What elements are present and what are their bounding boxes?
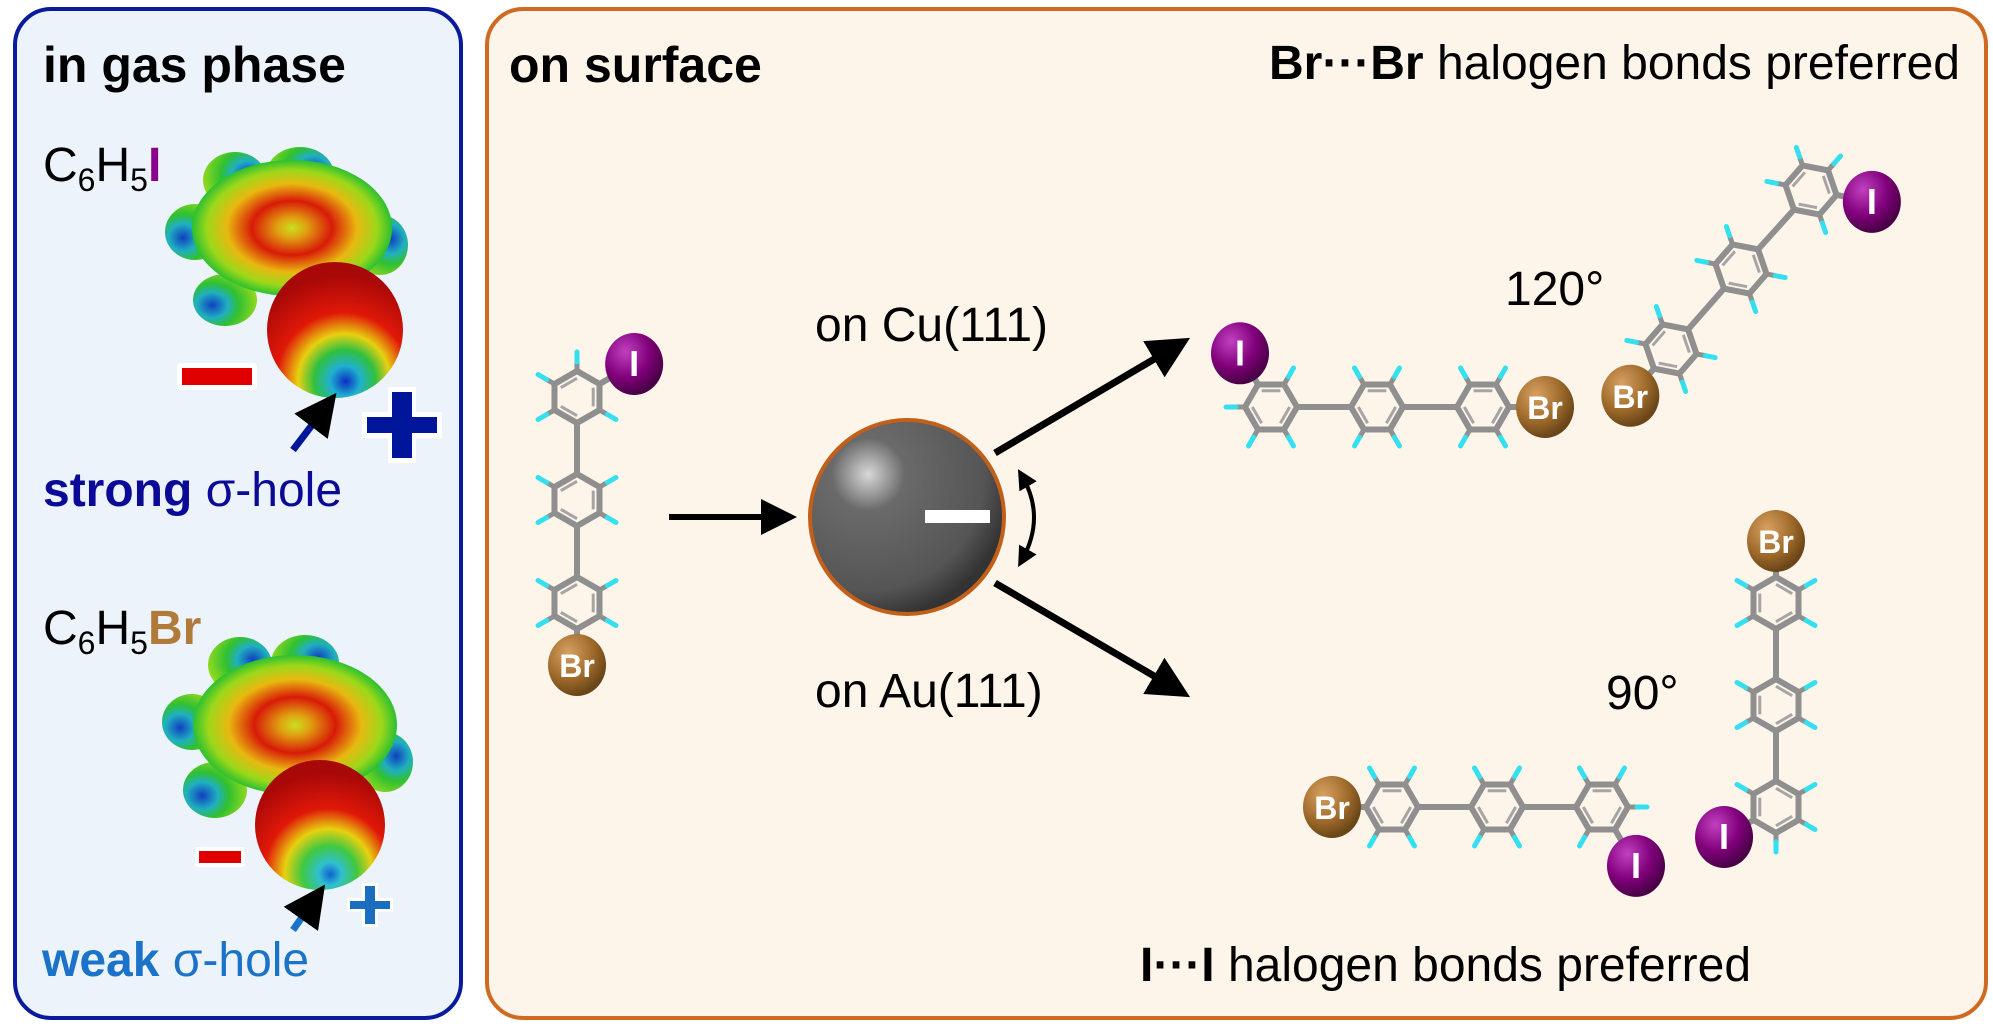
- phenyl-ring: [1363, 765, 1421, 849]
- bromine-atom: Br: [548, 634, 606, 696]
- i-i-rest: halogen bonds preferred: [1214, 939, 1752, 992]
- phenyl-ring: [535, 471, 619, 529]
- precursor-molecule: I Br: [535, 333, 664, 696]
- bromine-atom: Br: [1601, 364, 1660, 427]
- iodine-label: I: [1719, 816, 1729, 857]
- phenyl-ring: [1468, 765, 1526, 849]
- br-br-bond-label: Br···Br halogen bonds preferred: [1269, 40, 1960, 88]
- weak-word: weak: [42, 934, 160, 987]
- formula-halogen: I: [147, 139, 162, 192]
- phenyl-ring: [1573, 765, 1650, 849]
- sigma-hole-text: σ-hole: [159, 934, 310, 987]
- bromine-label: Br: [559, 648, 595, 684]
- br-br-rest: halogen bonds preferred: [1423, 37, 1960, 90]
- bromine-atom: Br: [1516, 376, 1574, 438]
- phenyl-ring: [1223, 365, 1300, 449]
- iodine-label: I: [1631, 845, 1641, 886]
- formula-iodobenzene: C6H5I: [43, 139, 162, 198]
- esp-surface-bromobenzene: [162, 635, 413, 890]
- formula-h-sub: 5: [130, 625, 148, 661]
- formula-halogen: Br: [147, 602, 202, 655]
- gas-phase-title: in gas phase: [43, 37, 346, 93]
- bromine-label: Br: [1314, 790, 1350, 826]
- bromine-atom: Br: [1303, 776, 1361, 838]
- iodine-label: I: [1867, 181, 1877, 222]
- iodine-label: I: [1235, 332, 1245, 373]
- surface-title: on surface: [509, 37, 762, 93]
- iodine-atom: I: [1607, 834, 1665, 897]
- phenyl-ring: [535, 349, 619, 426]
- au-molecule-vertical: I Br: [1695, 510, 1818, 868]
- minus-sign-strong: [177, 363, 257, 390]
- esp-surface-iodobenzene: [165, 147, 408, 398]
- iodine-label: I: [629, 343, 639, 384]
- metal-surface-sphere: [808, 418, 1006, 616]
- sigma-hole-text: σ-hole: [192, 464, 343, 517]
- i-i-bold: I···I: [1140, 939, 1215, 992]
- cu-label: on Cu(111): [815, 299, 1049, 352]
- formula-h-sub: 5: [130, 162, 148, 198]
- phenyl-ring: [1734, 574, 1818, 632]
- formula-bromobenzene: C6H5Br: [43, 602, 202, 661]
- au-molecule-horizontal: BrI: [1303, 765, 1665, 897]
- iodine-atom: I: [1211, 322, 1269, 385]
- switch-double-arrow: [1017, 469, 1037, 567]
- formula-c: C: [43, 139, 78, 192]
- i-i-bond-label: I···I halogen bonds preferred: [1140, 942, 1751, 990]
- formula-h: H: [95, 139, 131, 192]
- weak-sigma-hole-label: weak σ-hole: [42, 937, 309, 985]
- au-label: on Au(111): [815, 665, 1043, 718]
- sigma-hole-arrow-strong: [290, 392, 337, 453]
- sigma-hole-arrow-weak: [283, 884, 326, 933]
- phenyl-ring: [1764, 144, 1844, 236]
- cu-molecule-horizontal: I Br: [1211, 322, 1574, 449]
- angle-120-label: 120°: [1505, 263, 1605, 316]
- cu-molecule-angled: Br I: [1601, 144, 1901, 427]
- bromine-atom: Br: [1747, 510, 1805, 572]
- phenyl-ring: [1694, 223, 1788, 315]
- strong-sigma-hole-label: strong σ-hole: [43, 467, 342, 515]
- formula-c-sub: 6: [77, 625, 96, 661]
- iodine-atom: I: [1695, 806, 1754, 868]
- plus-sign-strong: [362, 387, 442, 463]
- angle-90-label: 90°: [1606, 667, 1679, 720]
- iodine-atom: I: [1842, 170, 1901, 233]
- bromine-label: Br: [1613, 379, 1649, 415]
- bromine-label: Br: [1527, 390, 1563, 426]
- phenyl-ring: [1348, 365, 1406, 449]
- formula-c-sub: 6: [77, 162, 96, 198]
- minus-sign-weak: [195, 847, 245, 867]
- phenyl-ring: [1454, 365, 1512, 449]
- iodine-atom: I: [605, 333, 664, 395]
- surface-negative-charge: [925, 510, 990, 523]
- au-pathway-arrow: [993, 579, 1191, 698]
- plus-sign-weak: [347, 883, 393, 927]
- br-br-bold: Br···Br: [1268, 37, 1424, 90]
- cu-pathway-arrow: [993, 337, 1191, 457]
- formula-h: H: [95, 602, 131, 655]
- phenyl-ring: [1734, 778, 1818, 855]
- strong-word: strong: [43, 464, 193, 517]
- phenyl-ring: [535, 574, 619, 632]
- formula-c: C: [43, 602, 78, 655]
- phenyl-ring: [1734, 676, 1818, 734]
- bromine-label: Br: [1758, 524, 1794, 560]
